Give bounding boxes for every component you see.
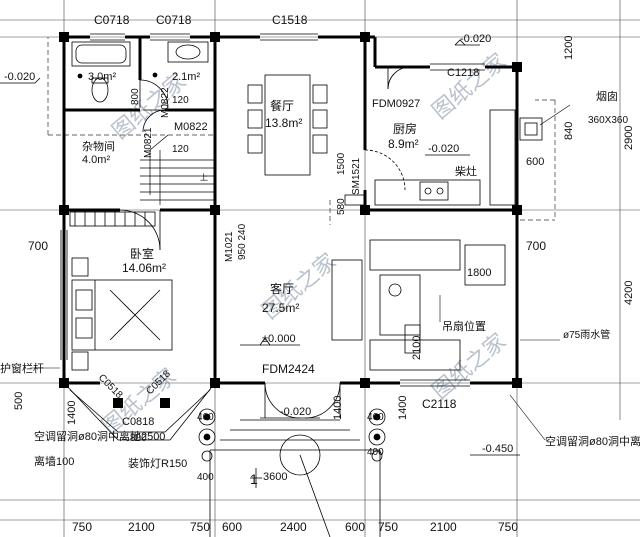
window-c0818: C0818 — [122, 416, 154, 428]
chimney-size: 360X360 — [588, 115, 628, 126]
dim-misc: 460 — [367, 412, 384, 423]
leader-lines — [30, 104, 571, 441]
dim-right: 1400 — [332, 396, 344, 420]
chimney-label: 烟囱 — [596, 89, 618, 103]
ac-right-label: 空调留洞ø80洞中离 — [545, 434, 640, 448]
dim-misc: 700 — [526, 239, 546, 253]
kitchen-counters — [344, 109, 543, 206]
eave-dashed-lines — [47, 37, 556, 225]
windows — [60, 33, 485, 387]
level-kitchen: -0.020 — [428, 143, 459, 155]
dim-misc: 460 — [197, 412, 214, 423]
dim-misc: 1800 — [467, 267, 491, 279]
dim-bottom: 750 — [498, 520, 518, 534]
bedroom-name: 卧室 — [130, 246, 154, 261]
ac-left-label-2: 离墙100 — [34, 454, 74, 468]
rain-pipe-label: ø75雨水管 — [563, 328, 610, 341]
bath2-area: 2.1m² — [172, 71, 200, 83]
bedroom-furniture — [69, 211, 173, 371]
ac-left-label: 空调留洞ø80洞中离地2500 — [34, 429, 165, 443]
door-m0821: M0821 — [143, 127, 154, 158]
window-c0718-a: C0718 — [94, 13, 130, 27]
dim-bottom: 2100 — [128, 520, 155, 534]
dim-misc: 950 240 — [237, 223, 248, 260]
stairs — [140, 134, 215, 205]
railing-label: 护窗栏杆 — [0, 361, 44, 375]
door-fdm2424: FDM2424 — [262, 362, 315, 376]
dim-misc: 400 — [367, 447, 384, 458]
dim-misc: 120 — [172, 144, 189, 155]
dim-right: 840 — [563, 122, 575, 140]
level-top-left: -0.020 — [4, 71, 35, 83]
bath1-area: 3.0m² — [88, 71, 116, 83]
porch — [63, 382, 386, 537]
dim-left: 500 — [13, 392, 25, 410]
dim-left: 700 — [28, 239, 48, 253]
dim-right: 4200 — [623, 281, 635, 305]
door-m0822-a: M0822 — [174, 121, 208, 133]
dim-bottom: 750 — [378, 520, 398, 534]
section-mark: 1 — [250, 471, 258, 487]
dim-right: 1400 — [397, 396, 409, 420]
level-porch: -0.020 — [280, 406, 311, 418]
dim-misc: 1500 — [336, 152, 347, 175]
door-m1021: M1021 — [224, 231, 235, 262]
annotation-labels: 烟囱 360X360 柴灶 吊扇位置 ø75雨水管 空调留洞ø80洞中离 空调留… — [0, 89, 640, 487]
window-c1218: C1218 — [447, 67, 479, 79]
door-fdm0927: FDM0927 — [372, 98, 420, 110]
living-name: 客厅 — [270, 281, 294, 296]
window-c1518: C1518 — [272, 13, 308, 27]
dim-bottom: 2100 — [430, 520, 457, 534]
bath-fixtures — [71, 41, 209, 103]
dim-right: 2900 — [623, 126, 635, 150]
fan-label: 吊扇位置 — [442, 319, 486, 333]
dim-misc: 800 — [130, 88, 141, 105]
dining-table — [247, 74, 328, 176]
bedroom-area: 14.06m² — [122, 261, 166, 275]
level-outside-right: -0.450 — [482, 443, 513, 455]
dim-misc: 800 — [130, 433, 147, 444]
storage-name: 杂物间 — [82, 139, 115, 153]
level-living: ±0.000 — [262, 333, 296, 345]
window-c2118: C2118 — [422, 397, 457, 411]
dim-bottom: 600 — [222, 520, 242, 534]
window-c0518: C0518 — [96, 372, 125, 401]
stair-up-label: 上 — [200, 173, 208, 182]
window-c0718-b: C0718 — [156, 13, 192, 27]
dim-bottom: 750 — [72, 520, 92, 534]
dim-misc: 120 — [172, 95, 189, 106]
dining-area: 13.8m² — [265, 116, 302, 130]
lamp-label: 装饰灯R150 — [128, 456, 187, 470]
dim-misc: 580 — [336, 198, 347, 215]
door-swings — [119, 66, 411, 419]
kitchen-area: 8.9m² — [388, 137, 419, 151]
stove-label: 柴灶 — [455, 164, 477, 178]
dim-left: 1400 — [66, 401, 78, 425]
dim-misc: 3600 — [263, 471, 287, 483]
level-top-right: -0.020 — [460, 33, 491, 45]
level-labels: -0.020 -0.020 -0.020 ±0.000 -0.020 -0.45… — [4, 33, 513, 455]
dining-name: 餐厅 — [270, 98, 294, 113]
door-sm1521: SM1521 — [351, 157, 362, 195]
dim-right: 600 — [526, 156, 544, 168]
kitchen-name: 厨房 — [393, 121, 417, 136]
dim-misc: 400 — [197, 472, 214, 483]
storage-area: 4.0m² — [82, 154, 110, 166]
living-furniture — [331, 239, 506, 371]
dim-bottom: 750 — [190, 520, 210, 534]
living-area: 27.5m² — [262, 301, 299, 315]
dim-bottom: 2400 — [280, 520, 307, 534]
level-markers — [0, 39, 520, 456]
dimension-labels: 750 2100 750 600 2400 600 750 2100 750 1… — [13, 36, 635, 534]
dim-bottom: 600 — [345, 520, 365, 534]
dim-right: 1200 — [563, 36, 575, 60]
door-m0822-b: M0822 — [160, 87, 171, 118]
room-labels: 3.0m² 2.1m² 餐厅 13.8m² 厨房 8.9m² 杂物间 4.0m²… — [82, 71, 419, 315]
dim-misc: 2100 — [411, 336, 423, 360]
watermark-text: 图纸之家 — [428, 49, 511, 125]
